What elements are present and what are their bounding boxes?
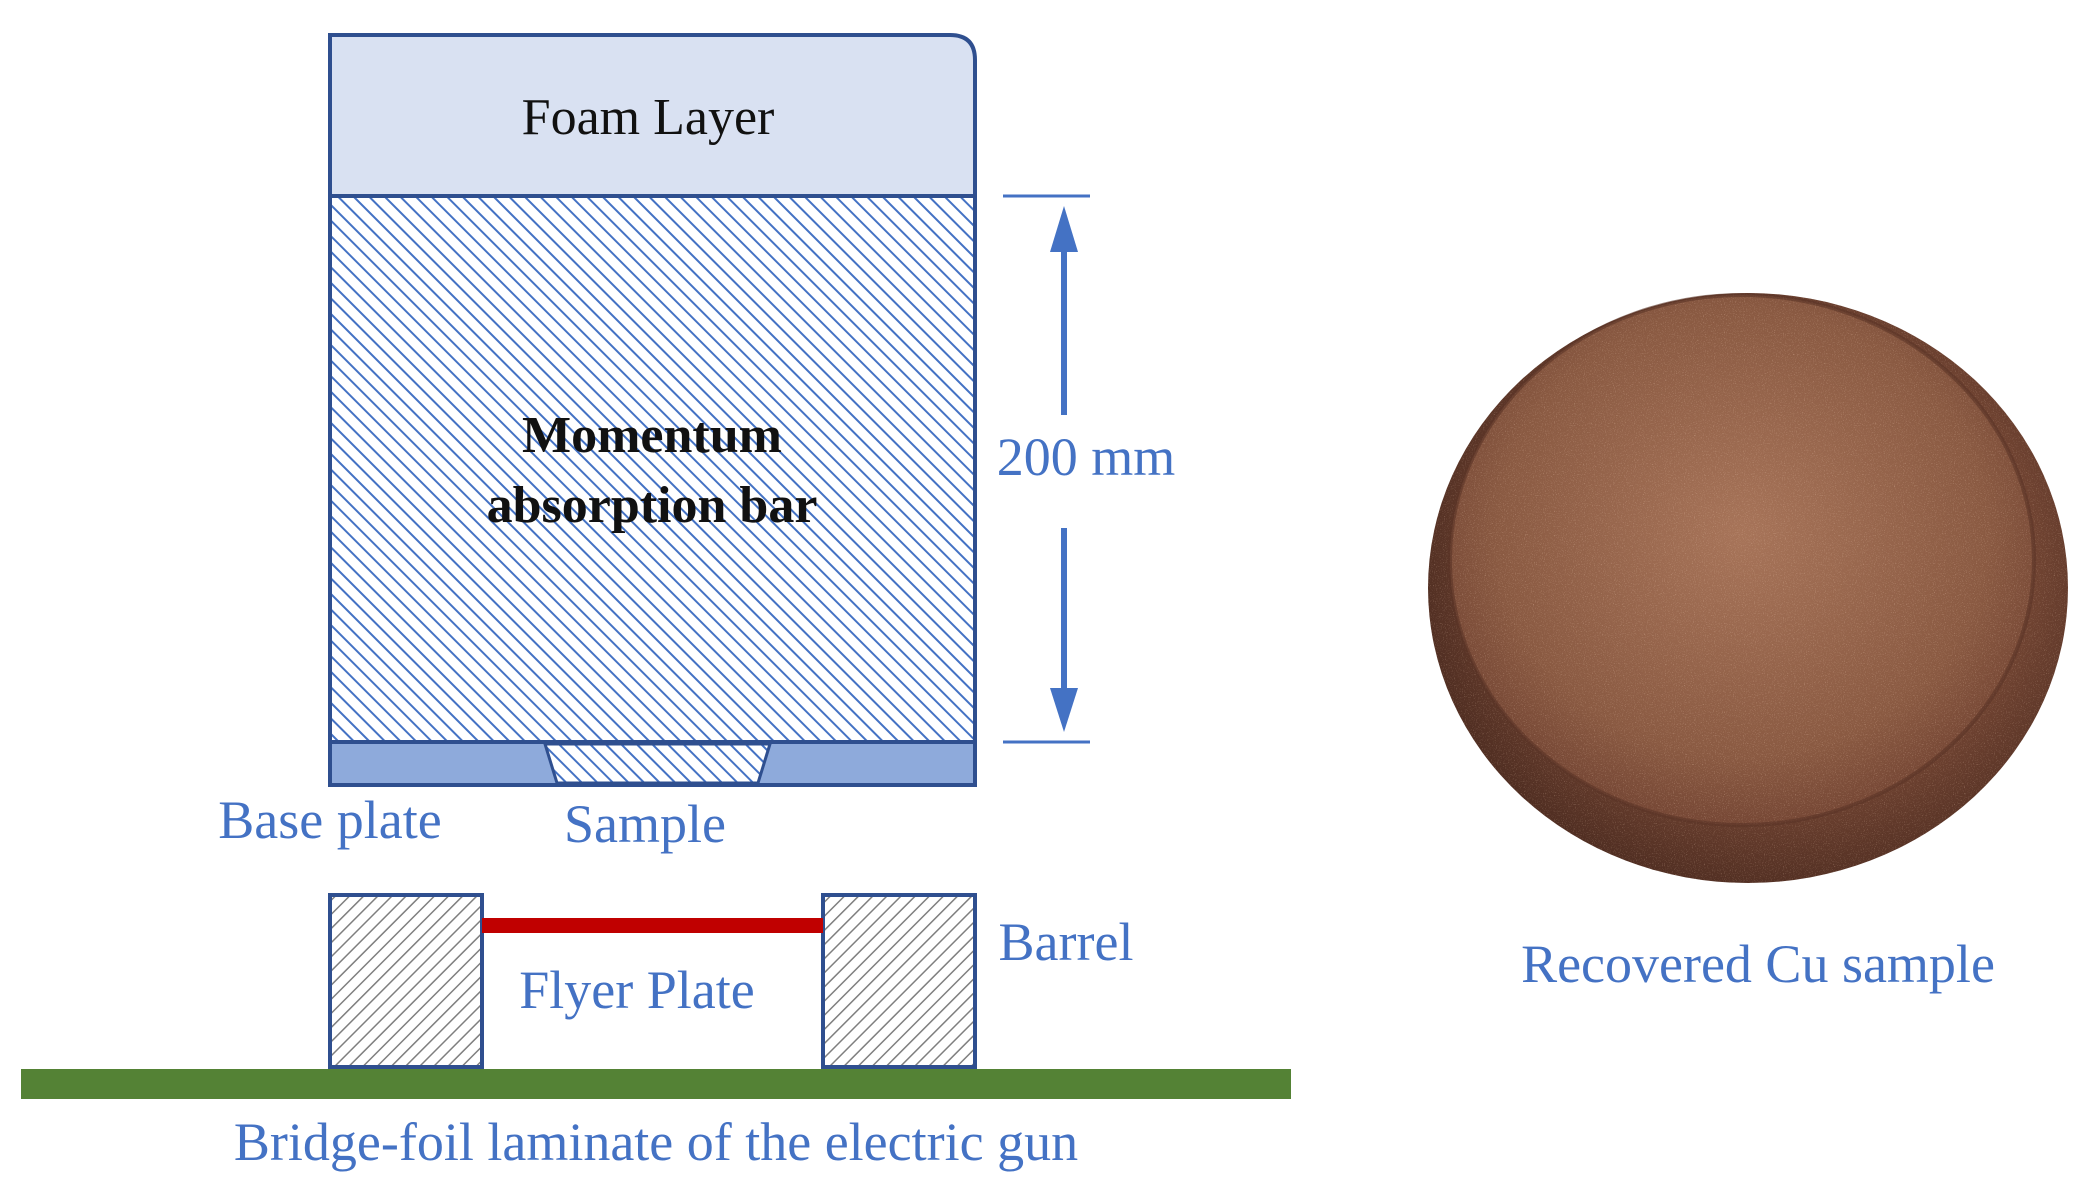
sample-shape: [542, 742, 773, 785]
flyer-plate: [482, 918, 823, 933]
foam-layer-label: Foam Layer: [522, 89, 775, 146]
barrel-label: Barrel: [999, 912, 1134, 972]
recovered-cu-sample-photo: [1428, 293, 2068, 883]
momentum-label-line2: absorption bar: [487, 477, 818, 534]
arrowhead-down-icon: [1050, 688, 1078, 732]
recovered-label: Recovered Cu sample: [1521, 934, 1995, 994]
bridge-foil-laminate: [21, 1069, 1291, 1099]
base-plate-label: Base plate: [218, 790, 441, 850]
bridge-foil-label: Bridge-foil laminate of the electric gun: [234, 1112, 1078, 1172]
sample-label: Sample: [564, 794, 726, 854]
momentum-label-line1: Momentum: [522, 407, 782, 464]
dimension-label: 200 mm: [997, 427, 1176, 487]
barrel-right: [821, 893, 977, 1069]
flyer-plate-label: Flyer Plate: [519, 960, 754, 1020]
arrowhead-up-icon: [1050, 206, 1078, 252]
foam-layer: [328, 33, 977, 198]
barrel-left: [328, 893, 484, 1069]
momentum-absorption-bar: [328, 194, 977, 744]
